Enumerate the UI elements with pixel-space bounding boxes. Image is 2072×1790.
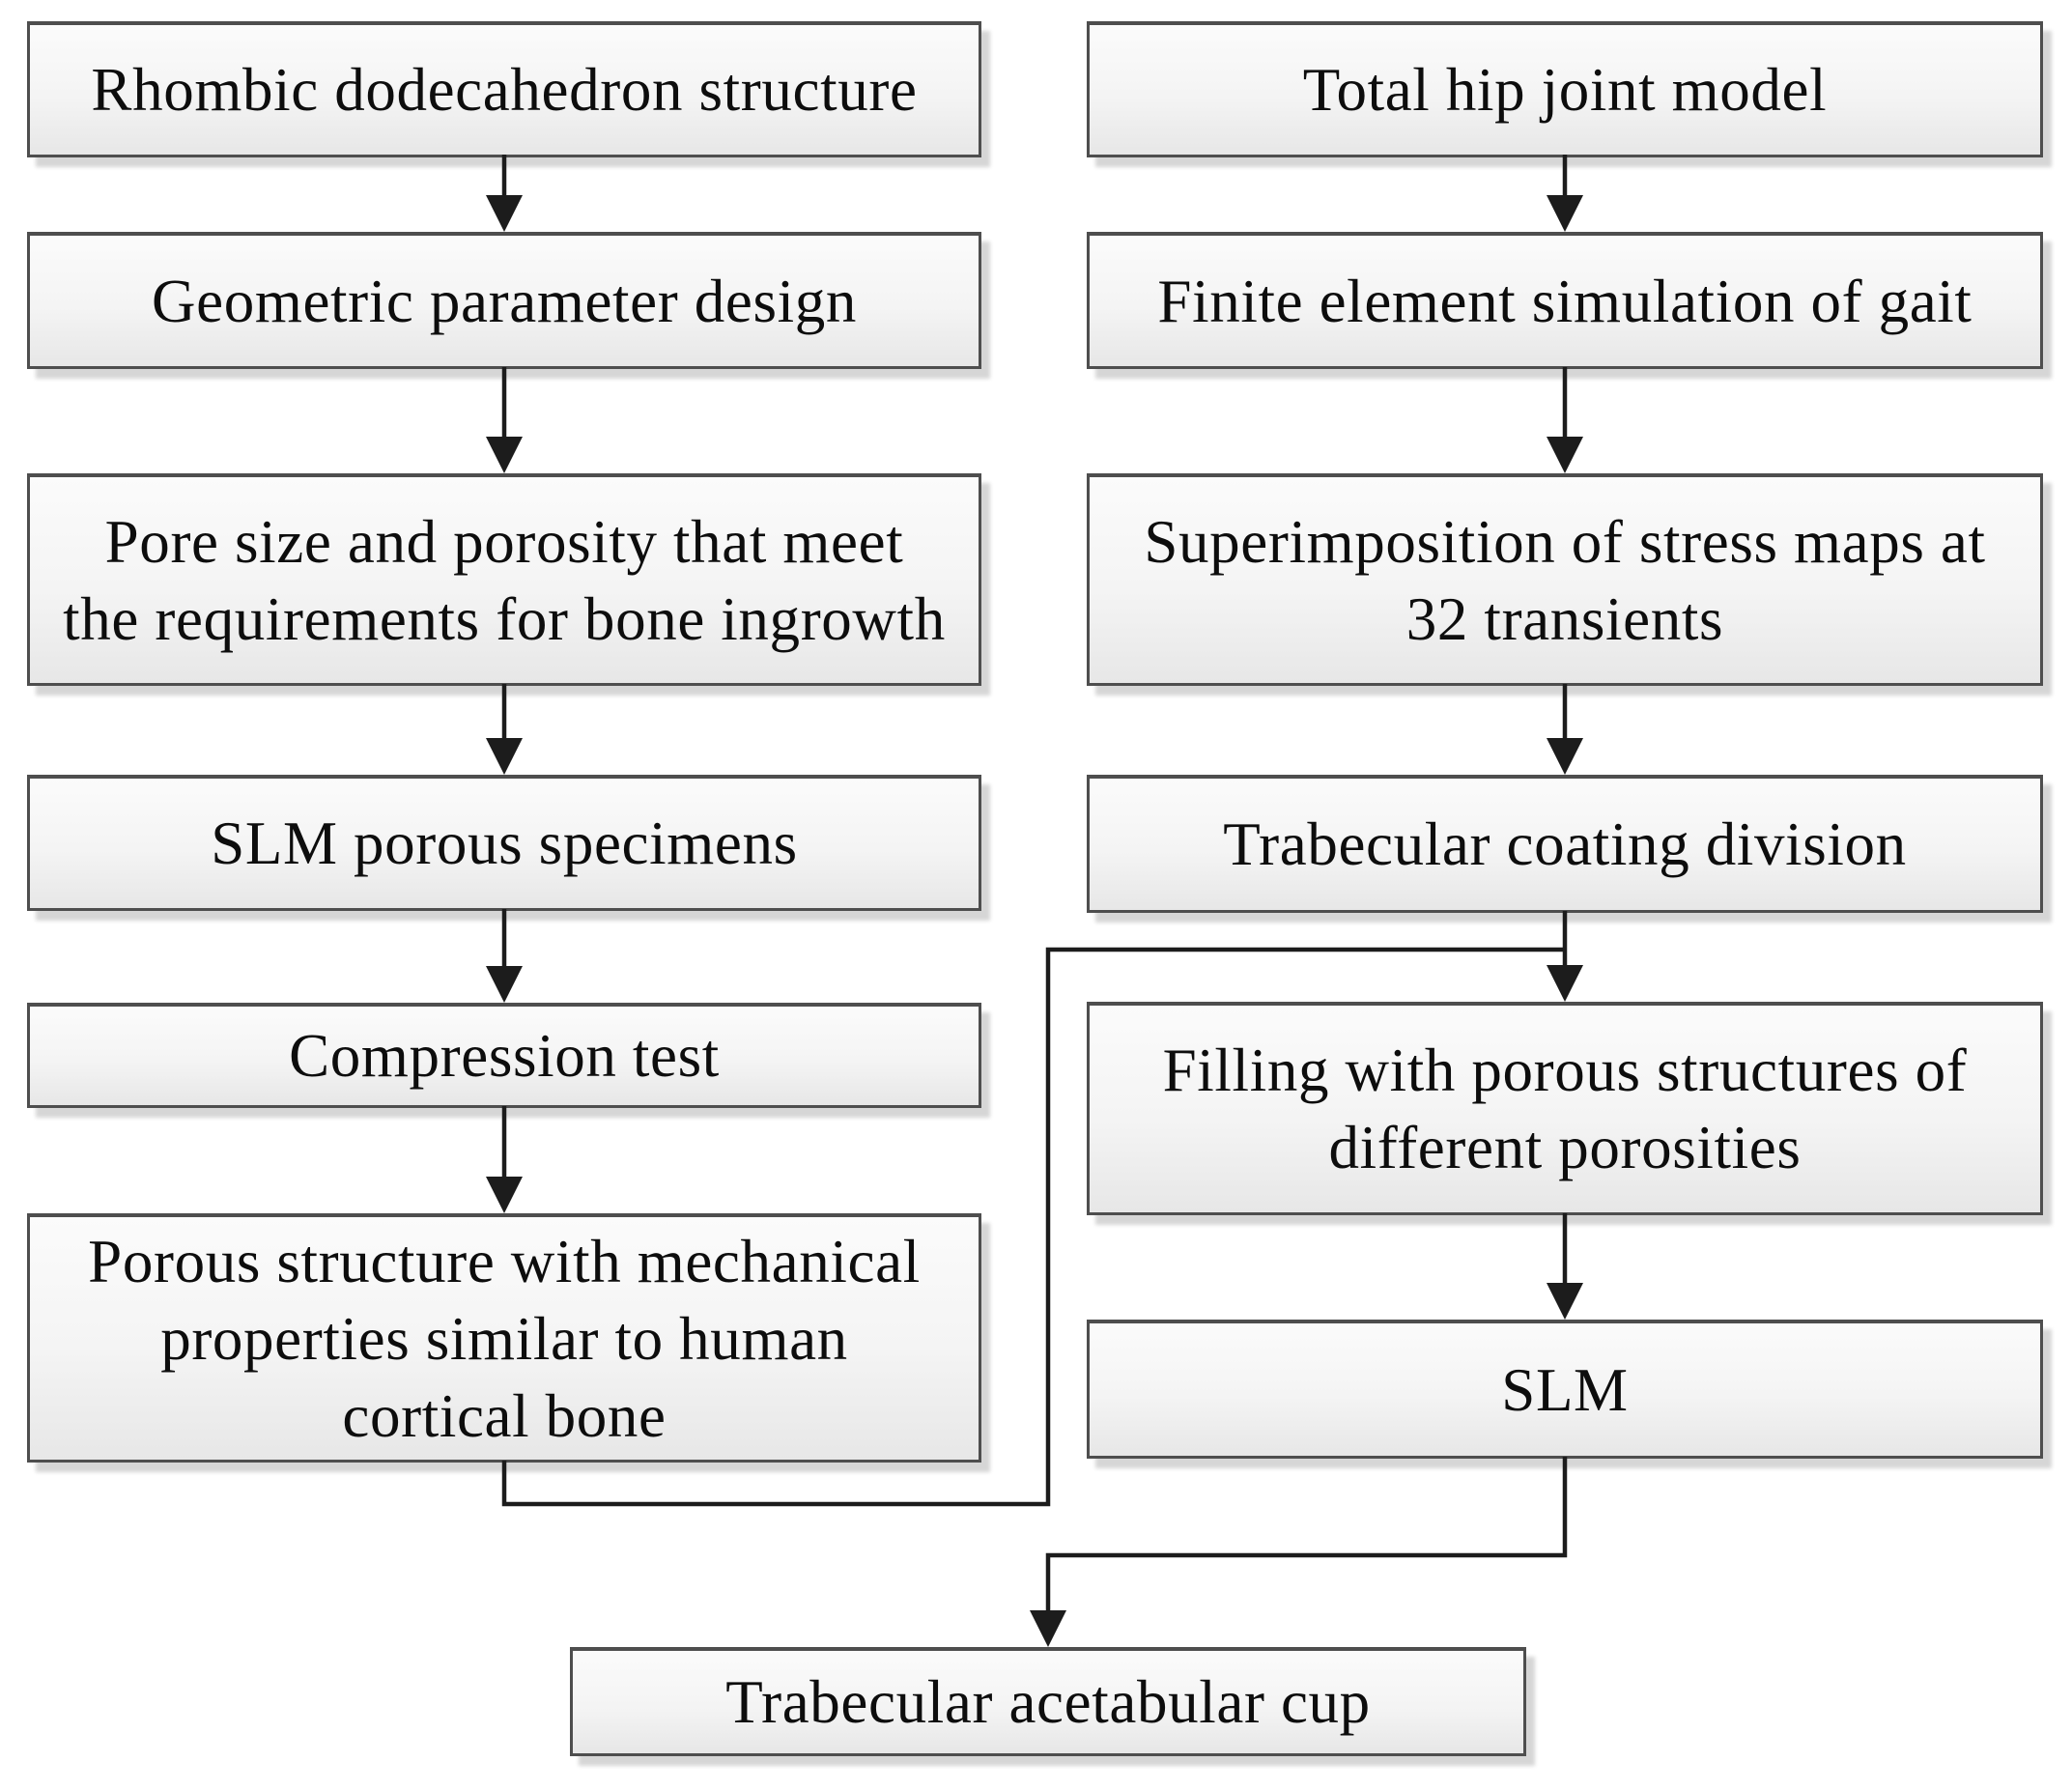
arrow-compression-to-porous-structure — [486, 1106, 523, 1213]
node-slm-porous-specimens-label: SLM porous specimens — [211, 810, 798, 877]
node-trabecular-coating-division-label: Trabecular coating division — [1223, 810, 1907, 878]
node-superimposition-of-stress-maps: Superimposition of stress maps at 32 tra… — [1087, 473, 2043, 686]
node-porous-structure-mechanical-properties: Porous structure with mechanical propert… — [27, 1213, 981, 1463]
node-total-hip-joint-model: Total hip joint model — [1087, 21, 2043, 157]
node-rhombic-dodecahedron-structure-label: Rhombic dodecahedron structure — [91, 56, 918, 124]
node-geometric-parameter-design-label: Geometric parameter design — [151, 267, 858, 335]
node-filling-with-porous-structures: Filling with porous structures of differ… — [1087, 1002, 2043, 1215]
arrow-fe-simulation-to-superimposition — [1547, 367, 1583, 473]
node-trabecular-coating-division: Trabecular coating division — [1087, 775, 2043, 913]
node-pore-size-and-porosity: Pore size and porosity that meet the req… — [27, 473, 981, 686]
arrow-pore-size-to-slm-specimens — [486, 684, 523, 775]
node-compression-test-label: Compression test — [289, 1022, 720, 1090]
arrow-filling-to-slm — [1547, 1213, 1583, 1320]
node-superimposition-of-stress-maps-label: Superimposition of stress maps at 32 tra… — [1144, 507, 1986, 653]
node-total-hip-joint-model-label: Total hip joint model — [1302, 56, 1828, 124]
node-rhombic-dodecahedron-structure: Rhombic dodecahedron structure — [27, 21, 981, 157]
node-geometric-parameter-design: Geometric parameter design — [27, 232, 981, 369]
node-trabecular-acetabular-cup: Trabecular acetabular cup — [570, 1647, 1526, 1756]
arrow-superimposition-to-coating-division — [1547, 684, 1583, 775]
node-slm-label: SLM — [1501, 1355, 1629, 1424]
arrow-rhombic-to-geometric — [486, 155, 523, 232]
node-porous-structure-mechanical-properties-label: Porous structure with mechanical propert… — [88, 1227, 921, 1450]
node-compression-test: Compression test — [27, 1003, 981, 1108]
node-pore-size-and-porosity-label: Pore size and porosity that meet the req… — [63, 507, 946, 653]
arrow-slm-specimens-to-compression — [486, 909, 523, 1003]
node-finite-element-simulation-of-gait-label: Finite element simulation of gait — [1157, 267, 1973, 335]
node-slm: SLM — [1087, 1320, 2043, 1459]
node-filling-with-porous-structures-label: Filling with porous structures of differ… — [1162, 1037, 1968, 1181]
node-finite-element-simulation-of-gait: Finite element simulation of gait — [1087, 232, 2043, 369]
arrow-coating-division-to-filling — [1547, 911, 1583, 1002]
connector-slm-to-acetabular-cup — [1030, 1457, 1568, 1647]
node-slm-porous-specimens: SLM porous specimens — [27, 775, 981, 911]
arrow-hip-model-to-fe-simulation — [1547, 155, 1583, 232]
arrow-geometric-to-pore-size — [486, 367, 523, 473]
node-trabecular-acetabular-cup-label: Trabecular acetabular cup — [725, 1668, 1371, 1736]
